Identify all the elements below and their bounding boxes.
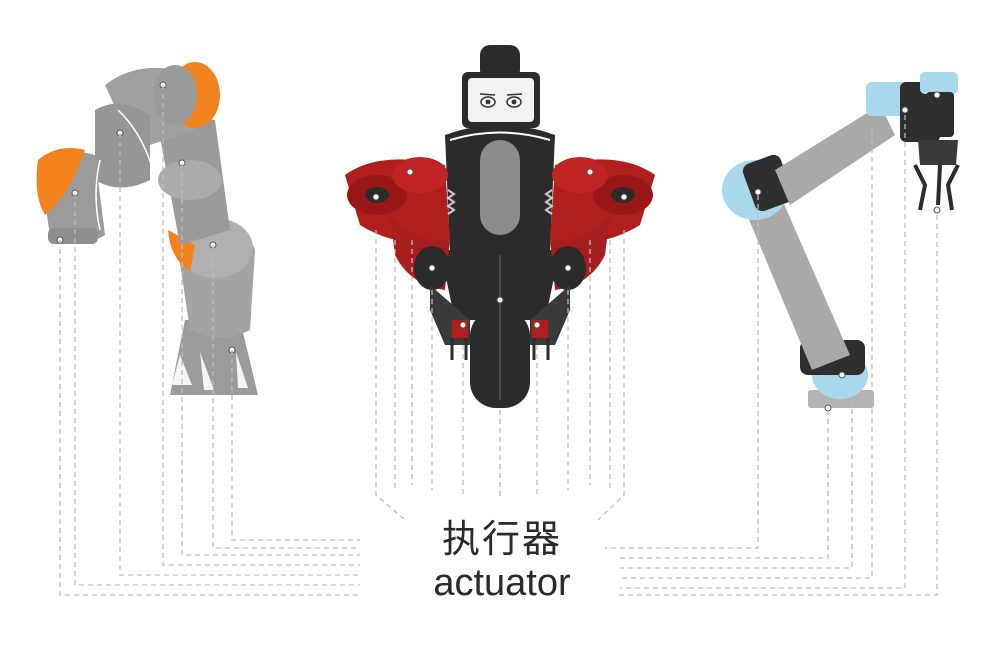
label-english: actuator <box>433 562 571 604</box>
ur-arm-icon <box>722 72 960 412</box>
baxter-robot-icon <box>345 45 655 408</box>
center-leader-lines <box>375 230 625 521</box>
kuka-arm-icon <box>36 62 258 395</box>
left-leader-lines <box>59 85 360 596</box>
right-leader-lines <box>605 115 938 596</box>
label-chinese: 执行器 <box>441 517 562 561</box>
